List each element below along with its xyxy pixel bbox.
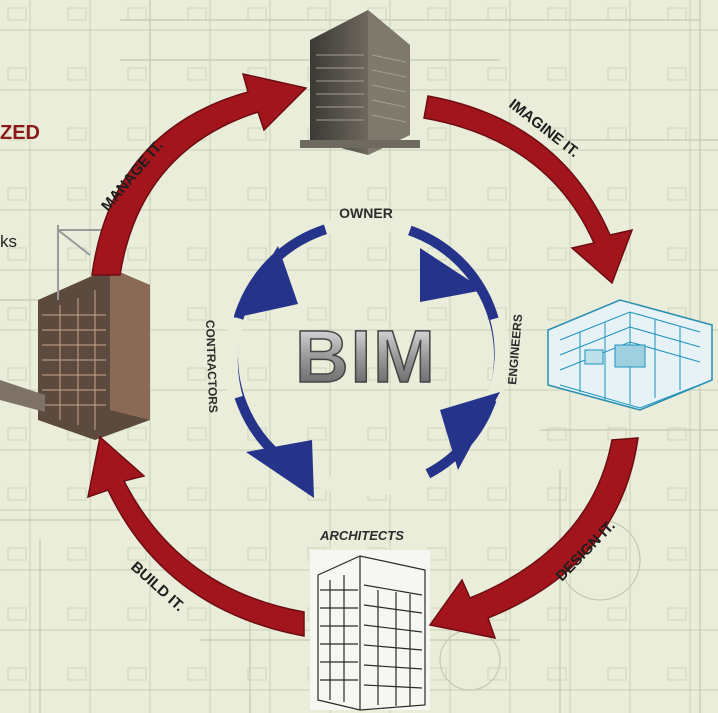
completed-building-image: [300, 10, 420, 155]
bim-center-label: BIM: [295, 315, 437, 398]
owner-label: OWNER: [339, 205, 393, 221]
bim-wireframe-image: [547, 299, 713, 411]
inner-labels: OWNER ENGINEERS ARCHITECTS CONTRACTORS: [203, 205, 525, 543]
cropped-body-text: ks: [0, 232, 17, 251]
inner-arrowhead-bottom-left: [246, 440, 314, 498]
building-sketch-image: [310, 550, 430, 711]
engineers-label: ENGINEERS: [505, 314, 525, 386]
build-arrow: [87, 435, 305, 637]
imagine-arrow: [423, 95, 634, 285]
cropped-heading-text: ZED: [0, 122, 40, 144]
manage-arrow: [91, 72, 308, 276]
outer-cycle-arrows: [87, 72, 639, 639]
design-arrow: [428, 437, 639, 639]
construction-site-image: [0, 225, 150, 440]
inner-arrowhead-top-left: [234, 246, 298, 318]
architects-label: ARCHITECTS: [319, 528, 404, 543]
inner-arrowhead-top-right: [420, 248, 484, 302]
inner-cycle: [223, 215, 509, 498]
contractors-label: CONTRACTORS: [203, 320, 220, 414]
inner-arrowhead-bottom-right: [440, 392, 500, 470]
